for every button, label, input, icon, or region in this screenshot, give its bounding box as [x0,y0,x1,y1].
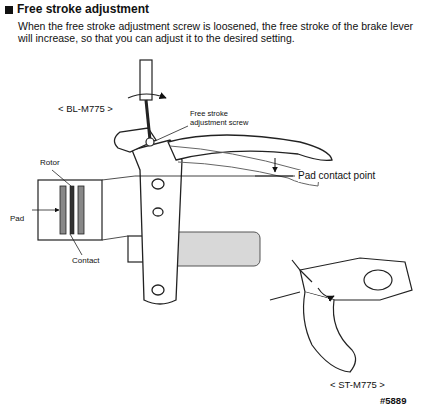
watermark: #5889 [380,396,406,407]
screwdriver [128,60,188,146]
part-label: Pad contact point [298,170,375,182]
part-label: Free stroke adjustment screw [190,110,260,127]
model-label: < ST-M775 > [330,380,385,391]
note-text: When the free stroke adjustment screw is… [18,20,428,44]
part-label: Pad [10,214,24,223]
pad-rotor-inset [32,170,135,255]
brake-lever-body [114,128,182,304]
part-label: Contact [72,256,100,265]
section-title: Free stroke adjustment [17,3,149,17]
title-bullet [5,6,13,14]
model-label: < BL-M775 > [58,104,113,115]
part-label: Rotor [40,158,60,167]
shifter-illustration [270,258,412,372]
leader-line [135,176,293,177]
